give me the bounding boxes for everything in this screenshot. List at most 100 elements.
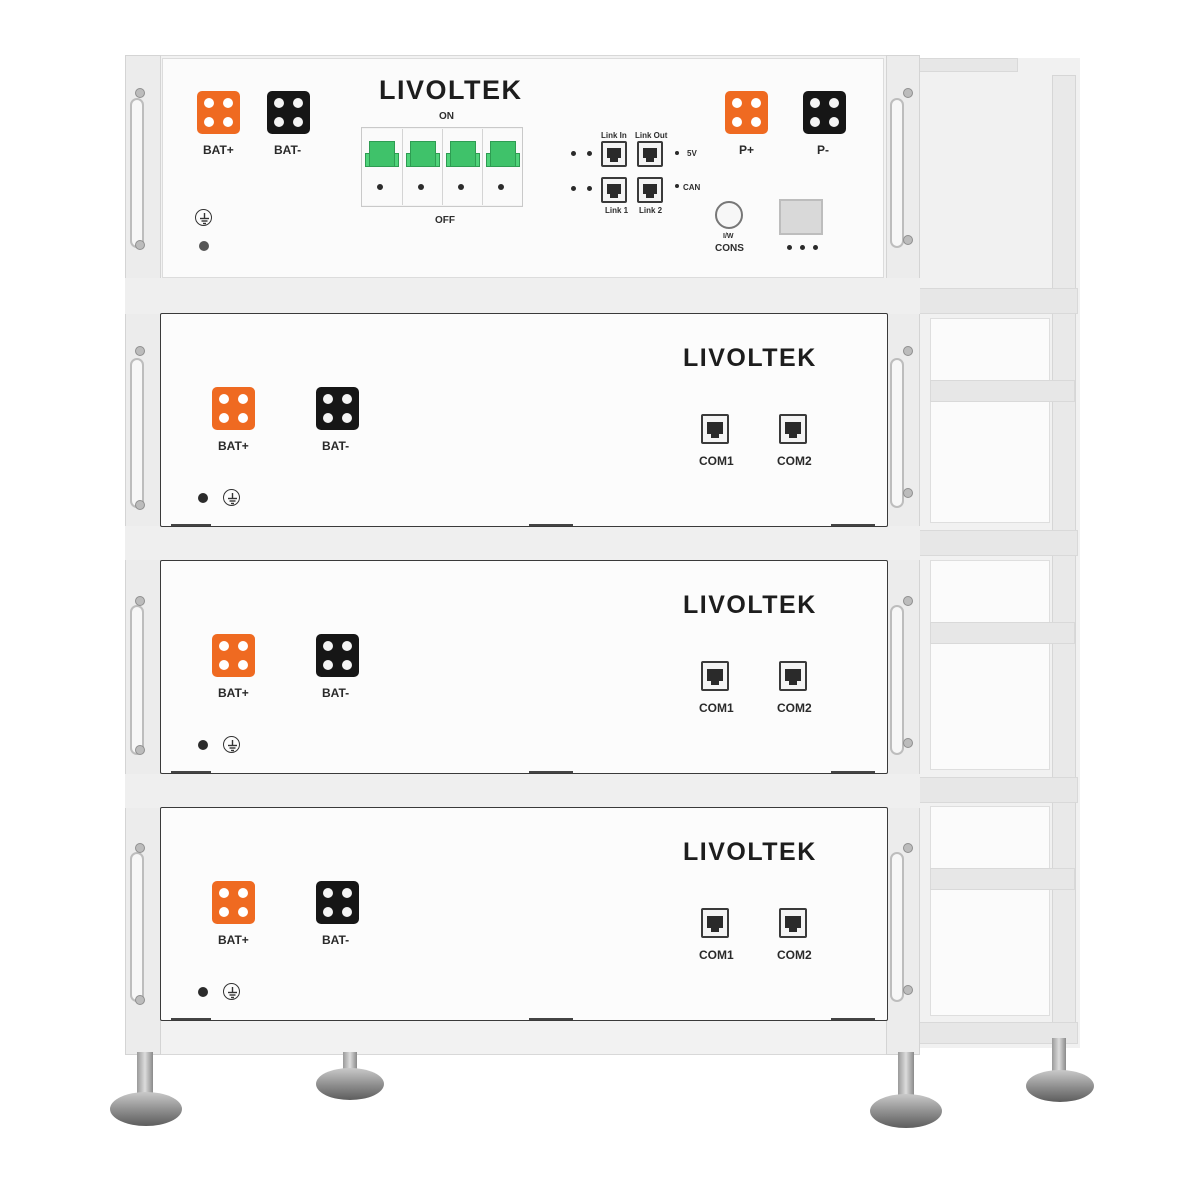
screw xyxy=(135,843,145,853)
side-frame-rail xyxy=(918,288,1078,314)
link-out-port[interactable] xyxy=(637,141,663,167)
left-handle[interactable] xyxy=(130,98,144,248)
foot-stem xyxy=(137,1052,153,1097)
indicator-led xyxy=(787,245,792,250)
bat-plus-label: BAT+ xyxy=(203,143,234,157)
indicator-led xyxy=(587,186,592,191)
right-handle[interactable] xyxy=(890,98,904,248)
control-module: LIVOLTEK BAT+ BAT- ON OFF Link In Link O… xyxy=(162,58,884,278)
screw xyxy=(135,240,145,250)
bat-minus-terminal[interactable] xyxy=(316,634,359,677)
bat-plus-label: BAT+ xyxy=(218,933,249,947)
bat-minus-terminal[interactable] xyxy=(267,91,310,134)
left-handle[interactable] xyxy=(130,852,144,1002)
side-frame-rail xyxy=(918,777,1078,803)
com2-port[interactable] xyxy=(779,414,807,444)
bat-minus-label: BAT- xyxy=(322,686,350,700)
bat-minus-terminal[interactable] xyxy=(316,387,359,430)
side-frame-rail xyxy=(918,58,1018,72)
com1-label: COM1 xyxy=(699,454,734,468)
indicator-led xyxy=(813,245,818,250)
ground-icon xyxy=(223,736,240,753)
can-label: CAN xyxy=(683,183,701,192)
side-frame-rail xyxy=(930,868,1075,890)
right-handle[interactable] xyxy=(890,358,904,508)
brand-logo: LIVOLTEK xyxy=(379,75,523,105)
leveling-foot xyxy=(870,1094,942,1128)
status-led xyxy=(198,987,208,997)
com2-label: COM2 xyxy=(777,701,812,715)
side-frame-rail xyxy=(930,380,1075,402)
com1-port[interactable] xyxy=(701,661,729,691)
breaker-on-label: ON xyxy=(439,111,454,122)
ground-icon xyxy=(223,489,240,506)
screw xyxy=(903,346,913,356)
com1-label: COM1 xyxy=(699,701,734,715)
indicator-led xyxy=(675,151,679,155)
left-handle[interactable] xyxy=(130,358,144,508)
link-out-label: Link Out xyxy=(635,131,668,140)
com1-port[interactable] xyxy=(701,908,729,938)
com1-port[interactable] xyxy=(701,414,729,444)
p-plus-terminal[interactable] xyxy=(725,91,768,134)
right-handle[interactable] xyxy=(890,605,904,755)
module-edge-mark xyxy=(831,771,875,773)
indicator-led xyxy=(675,184,679,188)
indicator-led xyxy=(800,245,805,250)
module-edge-mark xyxy=(171,524,211,526)
bat-minus-terminal[interactable] xyxy=(316,881,359,924)
bat-minus-label: BAT- xyxy=(322,933,350,947)
link-in-port[interactable] xyxy=(601,141,627,167)
circuit-breaker[interactable] xyxy=(361,127,523,207)
link-1-port[interactable] xyxy=(601,177,627,203)
screw xyxy=(903,88,913,98)
indicator-led xyxy=(571,151,576,156)
leveling-foot xyxy=(1026,1070,1094,1102)
link-2-label: Link 2 xyxy=(639,206,663,215)
battery-module-1: LIVOLTEK BAT+ BAT- COM1 COM2 xyxy=(160,313,888,527)
status-led xyxy=(199,241,209,251)
bat-plus-label: BAT+ xyxy=(218,686,249,700)
com2-label: COM2 xyxy=(777,948,812,962)
side-tray xyxy=(930,806,1050,1016)
module-edge-mark xyxy=(529,1018,573,1020)
screw xyxy=(903,596,913,606)
com2-label: COM2 xyxy=(777,454,812,468)
right-handle[interactable] xyxy=(890,852,904,1002)
bat-plus-terminal[interactable] xyxy=(212,634,255,677)
com1-label: COM1 xyxy=(699,948,734,962)
brand-logo: LIVOLTEK xyxy=(683,344,817,372)
link-in-label: Link In xyxy=(601,131,627,140)
side-tray xyxy=(930,318,1050,523)
foot-stem xyxy=(898,1052,914,1100)
cons-label: CONS xyxy=(715,243,744,254)
screw xyxy=(903,985,913,995)
com2-port[interactable] xyxy=(779,908,807,938)
link-2-port[interactable] xyxy=(637,177,663,203)
dip-switch-panel[interactable] xyxy=(779,199,823,235)
bat-plus-label: BAT+ xyxy=(218,439,249,453)
side-frame-rail xyxy=(918,530,1078,556)
status-led xyxy=(198,493,208,503)
screw xyxy=(135,745,145,755)
module-edge-mark xyxy=(831,524,875,526)
screw xyxy=(135,88,145,98)
rack-shelf xyxy=(125,526,920,560)
battery-module-2: LIVOLTEK BAT+ BAT- COM1 COM2 xyxy=(160,560,888,774)
indicator-led xyxy=(571,186,576,191)
left-handle[interactable] xyxy=(130,605,144,755)
bat-minus-label: BAT- xyxy=(274,143,302,157)
bat-plus-terminal[interactable] xyxy=(197,91,240,134)
bat-plus-terminal[interactable] xyxy=(212,387,255,430)
com2-port[interactable] xyxy=(779,661,807,691)
switch-top-label: I/W xyxy=(723,233,734,240)
bat-plus-terminal[interactable] xyxy=(212,881,255,924)
brand-logo: LIVOLTEK xyxy=(683,591,817,619)
p-minus-label: P- xyxy=(817,143,829,157)
rack-shelf xyxy=(125,278,920,314)
brand-logo: LIVOLTEK xyxy=(683,838,817,866)
p-minus-terminal[interactable] xyxy=(803,91,846,134)
screw xyxy=(903,235,913,245)
power-switch-button[interactable] xyxy=(715,201,743,229)
five-v-label: 5V xyxy=(687,149,697,158)
